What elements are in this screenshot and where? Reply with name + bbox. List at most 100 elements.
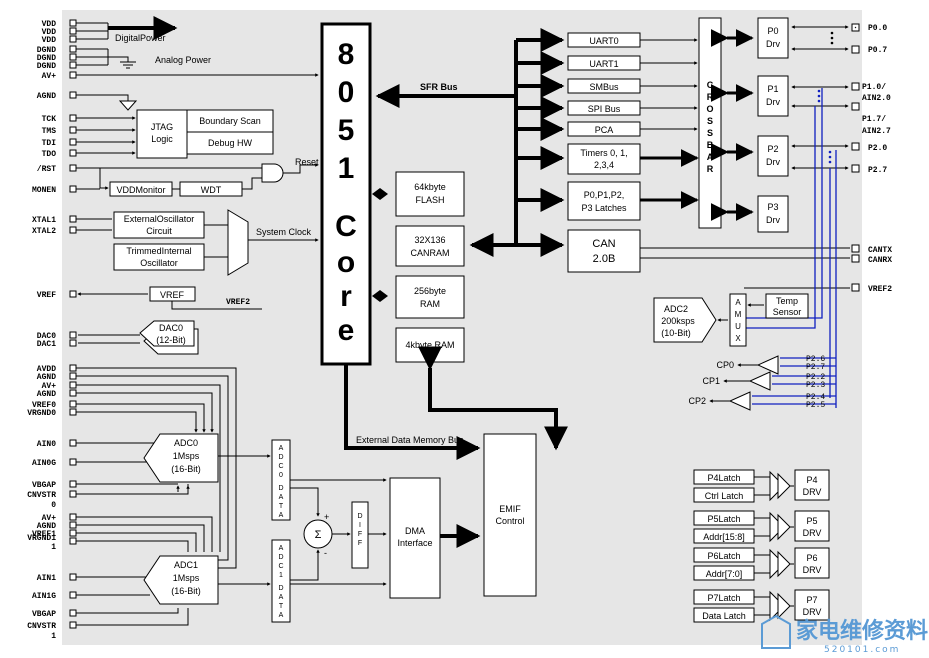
trim-osc-label: Oscillator (140, 258, 178, 268)
memory-section: 64kbyte FLASH 32X136 CANRAM 256byte RAM … (372, 171, 465, 363)
adc1-label: ADC1 (174, 560, 198, 570)
port-drv-label: P5 (806, 516, 817, 526)
dac0-block (139, 320, 195, 347)
ext-osc-label: Circuit (146, 226, 172, 236)
adc2-label: 200ksps (661, 316, 695, 326)
pin-p2-7: P2.7 (868, 166, 887, 175)
core-section: 8 0 5 1 C o r e (320, 22, 372, 366)
crossbar-char: B (707, 140, 714, 150)
latch-label: P7Latch (707, 593, 740, 603)
cp-input-label: P2.3 (806, 381, 825, 390)
pin-agnd: AGND (37, 92, 56, 101)
diff-char: D (357, 513, 362, 520)
amux-char: U (735, 322, 741, 331)
pin-vrgnd0: VRGND0 (27, 409, 56, 418)
pin-cnvstr1-suffix: 1 (51, 632, 56, 641)
pin-dac0: DAC0 (37, 332, 56, 341)
pin-cnvstr0-suffix: 0 (51, 501, 56, 510)
amux-char: A (735, 298, 741, 307)
port-drv-label: P4 (806, 475, 817, 485)
canram-block (395, 225, 465, 267)
pin-rst: /RST (37, 165, 56, 174)
cp-input-label: P2.4 (806, 393, 825, 402)
emif-control-block (483, 433, 537, 597)
port-drv-label: DRV (803, 528, 822, 538)
pin-canrx: CANRX (868, 256, 892, 265)
adc1-block (143, 555, 219, 605)
p0-driver-label: Drv (766, 39, 780, 49)
clock-section: XTAL1 XTAL2 ExternalOscillator Circuit T… (32, 209, 319, 276)
adc0-block (143, 433, 219, 483)
pin-p1-7: P1.7/ (862, 115, 886, 124)
p0-driver-block (757, 17, 789, 59)
buffer-icon (777, 592, 791, 620)
pin-p0-0: P0.0 (868, 24, 887, 33)
ext-mem-bus-label: External Data Memory Bus (356, 435, 464, 445)
port-drv-label: DRV (803, 565, 822, 575)
crossbar-block (698, 17, 722, 229)
port-driver-section: P0 Drv P1 Drv P2 Drv P3 Drv P0.0 P0.7 P1… (744, 17, 892, 294)
latches-label: P0,P1,P2, (584, 190, 625, 200)
pin-p2-0: P2.0 (868, 144, 887, 153)
dma-label: DMA (405, 526, 425, 536)
latch-label: P5Latch (707, 514, 740, 524)
digital-power-label: DigitalPower (115, 33, 166, 43)
latches-label: P3 Latches (581, 203, 627, 213)
cp-input-label: P2.6 (806, 355, 825, 364)
port-drv-label: DRV (803, 607, 822, 617)
p3-driver-label: Drv (766, 215, 780, 225)
vdd-monitor-label: VDDMonitor (116, 185, 165, 195)
adc1-data-block (271, 539, 291, 623)
pin-tdo: TDO (42, 150, 57, 159)
vref-dac-section: VREF VREF VREF2 DAC0 DAC1 DAC0 (12-Bit) (37, 286, 262, 355)
adc0-label: 1Msps (173, 451, 200, 461)
pin-vrgnd1-suffix: 1 (51, 543, 56, 552)
temp-sensor-block (765, 293, 809, 319)
pca-label: PCA (595, 125, 614, 135)
boundary-scan-label: Boundary Scan (199, 116, 261, 126)
cp-input-label: P2.2 (806, 373, 825, 382)
p1-driver-label: Drv (766, 97, 780, 107)
pin-ain0: AIN0 (37, 440, 56, 449)
latch-label: Addr[15:8] (703, 532, 745, 542)
diff-char: F (358, 531, 362, 538)
comparator-section: CP0 CP1 CP2 P2.6 P2.7 P2.2 P2.3 P2.4 P2.… (688, 355, 836, 411)
adc1-data-char: D (278, 554, 283, 561)
ram-256-block (395, 275, 465, 319)
emif-label: EMIF (499, 504, 521, 514)
adc1-label: 1Msps (173, 573, 200, 583)
clock-mux-icon (227, 209, 249, 276)
crossbar-char: S (707, 128, 713, 138)
pin-vref1: VREF1 (32, 530, 56, 539)
adc0-data-char: T (279, 503, 284, 510)
pin-p1-0: P1.0/ (862, 83, 886, 92)
adc2-section: ADC2 200ksps (10-Bit) A M U X Temp Senso… (653, 293, 809, 347)
pin-vbgap: VBGAP (32, 481, 56, 490)
p3-driver-label: P3 (767, 202, 778, 212)
wdt-label: WDT (201, 185, 222, 195)
crossbar-section: C R O S S B A R (698, 17, 754, 229)
cp2-comparator-icon (728, 391, 751, 411)
adc1-section: AV+ AGND VREF1 VRGND1 1 AIN1 AIN1G ADC1 … (27, 513, 291, 641)
adc0-label: (16-Bit) (171, 464, 201, 474)
adc1-data-char: A (279, 612, 284, 619)
dac-label: DAC0 (159, 323, 183, 333)
amux-block (729, 293, 747, 347)
p2-driver-label: P2 (767, 144, 778, 154)
adc1-data-char: D (278, 585, 283, 592)
pin-tdi: TDI (42, 139, 57, 148)
diff-char: F (358, 540, 362, 547)
pin-cnvstr1: CNVSTR (27, 622, 56, 631)
latch-label: Addr[7:0] (706, 569, 743, 579)
pin-tms: TMS (42, 127, 57, 136)
power-section: VDD VDD VDD DigitalPower DGND DGND DGND … (37, 16, 319, 111)
pin-av-plus: AV+ (42, 72, 57, 81)
dac-label: (12-Bit) (156, 335, 186, 345)
core-char: 1 (338, 152, 355, 185)
port-drv-block (794, 469, 830, 501)
adc0-data-char: D (278, 454, 283, 461)
